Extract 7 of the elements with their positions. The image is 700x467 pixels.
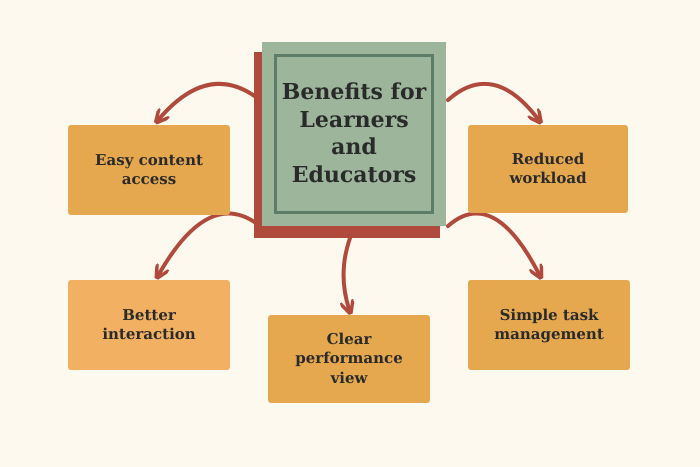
note-card: Easy content access — [68, 125, 230, 215]
note-card: Better interaction — [68, 280, 230, 370]
note-card: Clear performance view — [268, 315, 430, 403]
note-card: Reduced workload — [468, 125, 628, 213]
title-card: Benefits for Learners and Educators — [262, 42, 446, 226]
curved-arrow — [446, 82, 544, 126]
note-card: Simple task management — [468, 280, 630, 370]
